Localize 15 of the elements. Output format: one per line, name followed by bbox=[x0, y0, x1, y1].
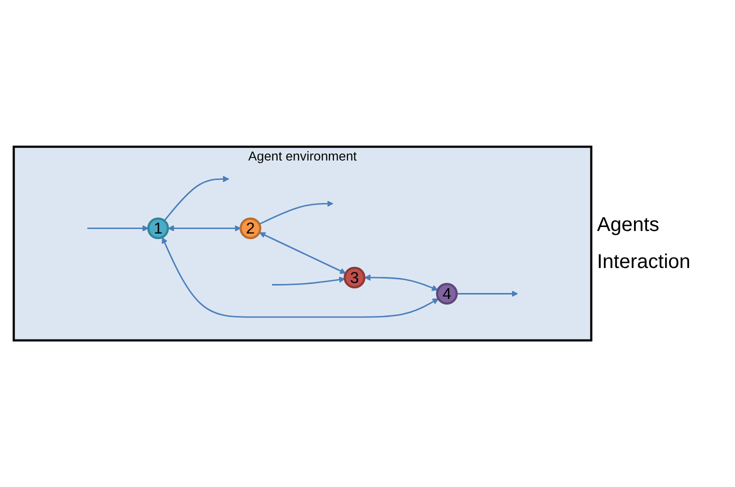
node-circle: 2 bbox=[240, 217, 262, 240]
arrow bbox=[164, 176, 230, 222]
node-circle: 4 bbox=[436, 282, 458, 305]
arrow bbox=[364, 274, 438, 291]
arrow bbox=[272, 276, 346, 286]
arrow bbox=[162, 237, 439, 318]
arrow bbox=[456, 290, 518, 297]
arrow bbox=[258, 200, 334, 225]
node-circle: 3 bbox=[344, 266, 366, 288]
annotation-label: Interaction bbox=[597, 250, 692, 274]
arrow bbox=[259, 232, 346, 274]
arrow bbox=[168, 225, 241, 232]
node-circle: 1 bbox=[147, 217, 169, 240]
annotation-label: Agents bbox=[597, 214, 660, 236]
arrow bbox=[87, 225, 149, 232]
